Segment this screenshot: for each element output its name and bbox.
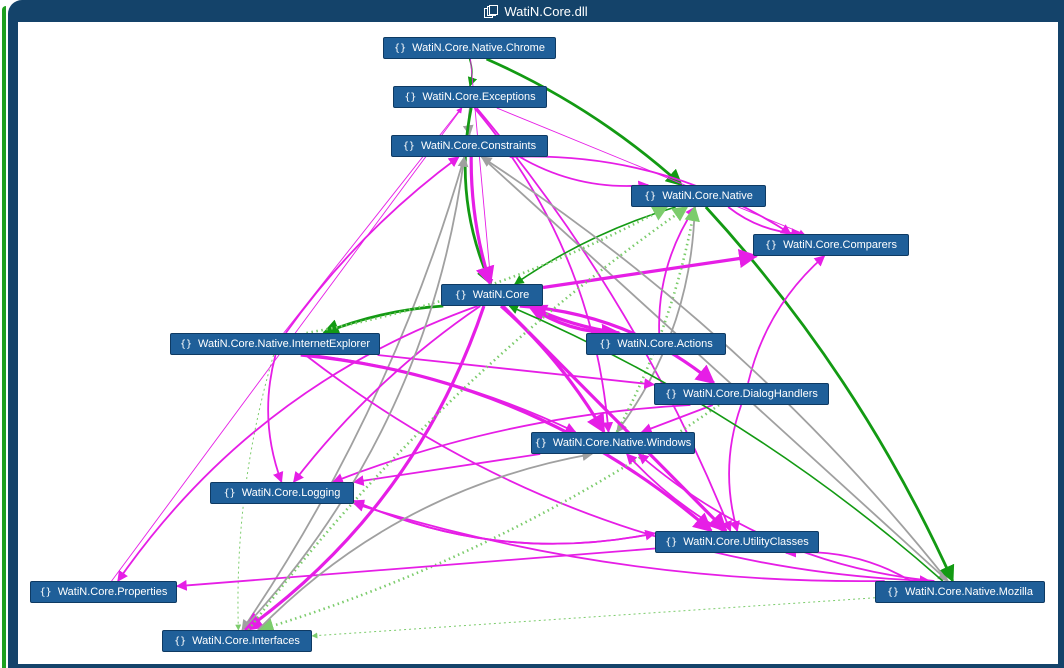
edge-utility-to-properties — [175, 547, 656, 591]
namespace-node-label: WatiN.Core.Native.InternetExplorer — [198, 338, 371, 350]
namespace-node-label: WatiN.Core.Interfaces — [192, 635, 300, 647]
edge-constraints-to-interfaces — [241, 156, 466, 631]
edge-windows-to-logging — [352, 453, 541, 486]
edge-interfaces-to-native — [247, 205, 689, 631]
namespace-icon: {} — [223, 487, 236, 499]
namespace-node-exceptions[interactable]: {} WatiN.Core.Exceptions — [393, 86, 547, 108]
namespace-node-interfaces[interactable]: {} WatiN.Core.Interfaces — [162, 630, 312, 652]
namespace-node-label: WatiN.Core.Constraints — [420, 140, 537, 152]
edge-constraints-to-native — [519, 156, 650, 192]
edge-mozilla-to-interfaces — [311, 597, 876, 639]
namespace-node-comparers[interactable]: {} WatiN.Core.Comparers — [753, 234, 909, 256]
edge-core-to-comparers — [542, 249, 759, 290]
namespace-icon: {} — [174, 635, 187, 647]
edge-core-to-logging — [292, 305, 481, 483]
edge-dialog-to-utility — [728, 404, 743, 533]
edge-ie-to-native — [306, 205, 669, 335]
edge-core-to-actions — [527, 304, 622, 343]
namespace-node-label: WatiN.Core.DialogHandlers — [683, 388, 818, 400]
namespace-icon: {} — [534, 437, 547, 449]
namespace-node-properties[interactable]: {} WatiN.Core.Properties — [30, 581, 177, 603]
edge-mozilla-to-logging — [352, 501, 885, 583]
namespace-icon: {} — [665, 388, 678, 400]
edge-ie-to-mozilla — [304, 354, 931, 587]
edge-core-to-utility — [501, 304, 728, 533]
edge-windows-to-native — [615, 205, 700, 433]
edge-interfaces-to-windows — [257, 450, 594, 631]
edge-mozilla-to-core — [508, 305, 944, 582]
namespace-icon: {} — [765, 239, 778, 251]
namespace-node-core[interactable]: {} WatiN.Core — [441, 284, 543, 306]
namespace-node-label: WatiN.Core — [472, 289, 530, 301]
edge-core-to-properties — [117, 305, 478, 582]
edge-native-to-comparers — [727, 206, 803, 239]
edge-native-to-windows — [616, 206, 696, 433]
edge-actions-to-core — [527, 304, 620, 335]
namespace-icon: {} — [644, 190, 657, 202]
assembly-icon — [484, 4, 499, 18]
namespace-node-windows[interactable]: {} WatiN.Core.Native.Windows — [531, 432, 695, 454]
left-edge-bar — [0, 0, 8, 668]
edge-ie-to-windows — [312, 354, 577, 433]
edge-ie-to-interfaces — [235, 354, 275, 631]
namespace-node-native[interactable]: {} WatiN.Core.Native — [631, 185, 766, 207]
edge-constraints-to-core — [469, 156, 495, 286]
edge-exceptions-to-utility — [475, 107, 732, 533]
namespace-icon: {} — [599, 338, 612, 350]
edge-exceptions-to-core — [463, 107, 493, 286]
namespace-node-label: WatiN.Core.Logging — [241, 487, 341, 499]
namespace-node-label: WatiN.Core.Native.Chrome — [412, 42, 545, 54]
namespace-node-logging[interactable]: {} WatiN.Core.Logging — [210, 482, 354, 504]
namespace-icon: {} — [454, 289, 467, 301]
namespace-node-actions[interactable]: {} WatiN.Core.Actions — [586, 333, 726, 355]
namespace-node-label: WatiN.Core.Native.Mozilla — [905, 586, 1033, 598]
namespace-icon: {} — [886, 586, 900, 598]
namespace-node-ie[interactable]: {} WatiN.Core.Native.InternetExplorer — [170, 333, 380, 355]
assembly-title-bar: WatiN.Core.dll — [8, 0, 1064, 22]
namespace-node-label: WatiN.Core.Comparers — [783, 239, 897, 251]
namespace-node-label: WatiN.Core.Native — [662, 190, 753, 202]
namespace-node-label: WatiN.Core.Native.Windows — [552, 437, 692, 449]
namespace-icon: {} — [179, 338, 193, 350]
namespace-icon: {} — [402, 140, 415, 152]
edge-dialog-to-comparers — [747, 255, 826, 384]
edge-dialog-to-logging — [332, 404, 691, 484]
namespace-node-constraints[interactable]: {} WatiN.Core.Constraints — [391, 135, 548, 157]
edge-dialog-to-windows — [640, 404, 714, 434]
namespace-node-utility[interactable]: {} WatiN.Core.UtilityClasses — [655, 531, 819, 553]
edge-interfaces-to-constraints — [241, 155, 469, 631]
edge-ie-to-logging — [267, 354, 284, 484]
edge-ie-to-dialog — [377, 354, 656, 389]
edge-core-to-interfaces — [243, 305, 486, 632]
assembly-title: WatiN.Core.dll — [504, 3, 588, 19]
edge-core-to-ie — [322, 304, 444, 336]
namespace-node-label: WatiN.Core.Exceptions — [422, 91, 536, 103]
namespace-node-dialog[interactable]: {} WatiN.Core.DialogHandlers — [654, 383, 829, 405]
namespace-icon: {} — [39, 586, 52, 598]
edge-constraints-to-comparers — [509, 155, 792, 235]
edge-utility-to-windows — [626, 453, 724, 532]
edge-mozilla-to-windows — [637, 453, 935, 582]
namespace-icon: {} — [394, 42, 407, 54]
namespace-icon: {} — [665, 536, 678, 548]
namespace-node-label: WatiN.Core.Actions — [617, 338, 713, 350]
namespace-node-label: WatiN.Core.UtilityClasses — [683, 536, 809, 548]
edge-chrome-to-native — [485, 57, 683, 187]
namespace-node-chrome[interactable]: {} WatiN.Core.Native.Chrome — [383, 37, 556, 59]
namespace-icon: {} — [404, 91, 417, 103]
namespace-node-mozilla[interactable]: {} WatiN.Core.Native.Mozilla — [875, 581, 1045, 603]
namespace-node-label: WatiN.Core.Properties — [57, 586, 168, 598]
edge-mozilla-to-constraints — [480, 156, 949, 582]
